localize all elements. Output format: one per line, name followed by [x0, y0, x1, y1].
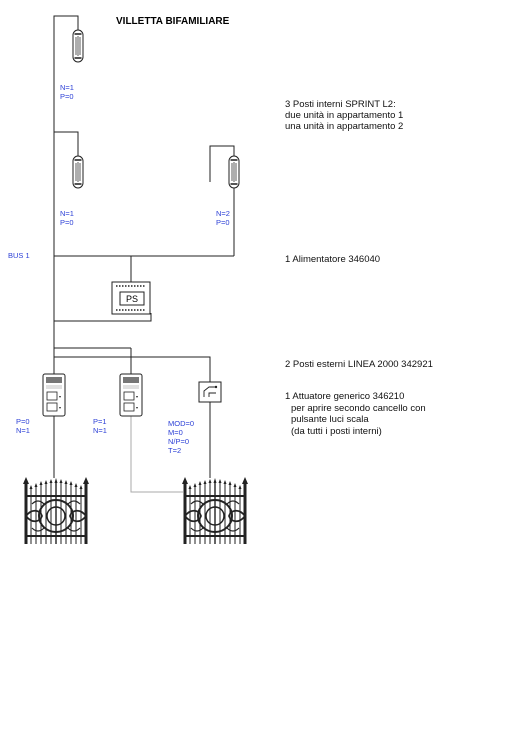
door-entry-panel-icon: [42, 373, 66, 417]
svg-text:P=1: P=1: [93, 417, 107, 426]
svg-text:1 Attuatore generico 346210: 1 Attuatore generico 346210: [285, 391, 404, 402]
svg-text:P=0: P=0: [60, 92, 74, 101]
svg-text:(da tutti i posti interni): (da tutti i posti interni): [291, 426, 382, 437]
posti-esterni-description: 2 Posti esterni LINEA 2000 342921: [285, 359, 433, 370]
svg-text:M=0: M=0: [168, 428, 183, 437]
svg-text:una unità in appartamento 2: una unità in appartamento 2: [285, 121, 403, 132]
svg-text:P=0: P=0: [216, 218, 230, 227]
relay-actuator-icon: [198, 381, 222, 403]
svg-text:MOD=0: MOD=0: [168, 419, 194, 428]
svg-text:pulsante luci scala: pulsante luci scala: [291, 414, 369, 425]
svg-text:N=2: N=2: [216, 209, 230, 218]
intercom-handset-icon: [228, 155, 240, 189]
door-entry-panel-icon: [119, 373, 143, 417]
attuatore-label: MOD=0 M=0 N/P=0 T=2: [168, 419, 194, 455]
power-supply-icon: PS: [111, 281, 151, 315]
interno-3-label: N=2 P=0: [216, 209, 230, 227]
svg-text:due unità in appartamento 1: due unità in appartamento 1: [285, 110, 403, 121]
attuatore-description: 1 Attuatore generico 346210 per aprire s…: [285, 391, 426, 437]
bus-wiring: [53, 15, 235, 493]
alimentatore-description: 1 Alimentatore 346040: [285, 254, 380, 265]
posti-interni-description: 3 Posti interni SPRINT L2: due unità in …: [285, 99, 403, 132]
svg-text:N=1: N=1: [60, 209, 74, 218]
bus-label: BUS 1: [8, 251, 30, 260]
svg-text:N/P=0: N/P=0: [168, 437, 189, 446]
interno-2-label: N=1 P=0: [60, 209, 74, 227]
svg-text:T=2: T=2: [168, 446, 181, 455]
svg-text:N=1: N=1: [60, 83, 74, 92]
iron-gate-icon: [21, 475, 91, 546]
intercom-handset-icon: [72, 155, 84, 189]
iron-gate-icon: [180, 475, 250, 546]
svg-text:per aprire secondo cancello co: per aprire secondo cancello con: [291, 403, 426, 414]
svg-text:N=1: N=1: [16, 426, 30, 435]
interno-1-label: N=1 P=0: [60, 83, 74, 101]
svg-text:P=0: P=0: [60, 218, 74, 227]
svg-text:P=0: P=0: [16, 417, 30, 426]
intercom-handset-icon: [72, 29, 84, 63]
esterno-1-label: P=0 N=1: [16, 417, 30, 435]
svg-text:3 Posti interni SPRINT L2:: 3 Posti interni SPRINT L2:: [285, 99, 396, 110]
svg-text:N=1: N=1: [93, 426, 107, 435]
esterno-2-label: P=1 N=1: [93, 417, 107, 435]
power-supply-label: PS: [126, 294, 138, 304]
diagram-title: VILLETTA BIFAMILIARE: [116, 16, 230, 27]
